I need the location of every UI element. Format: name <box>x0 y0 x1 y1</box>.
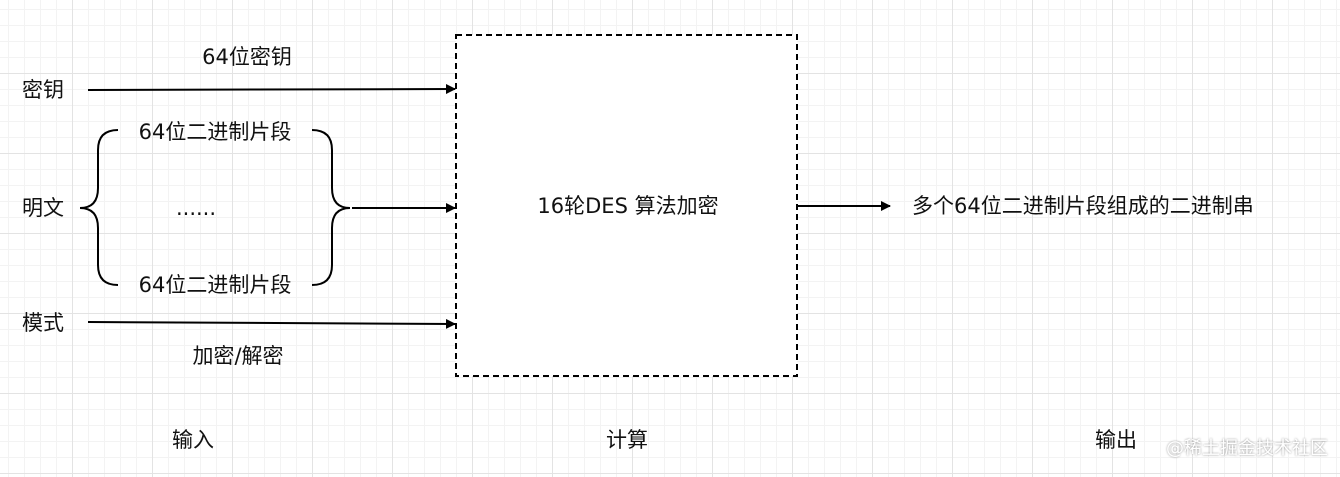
segment-top-label: 64位二进制片段 <box>138 120 292 144</box>
segment-ellipsis: ...... <box>175 196 217 220</box>
mode-label: 模式 <box>22 311 64 335</box>
output-label: 多个64位二进制片段组成的二进制串 <box>912 194 1254 218</box>
key-arrow <box>87 84 456 95</box>
right-brace <box>311 129 351 286</box>
mode-arrow <box>87 318 456 329</box>
left-brace <box>79 129 119 286</box>
plaintext-label: 明文 <box>22 196 64 220</box>
key-edge-label: 64位密钥 <box>202 45 292 69</box>
mode-edge-label: 加密/解密 <box>192 344 284 368</box>
process-label: 16轮DES 算法加密 <box>537 194 719 218</box>
section-compute-label: 计算 <box>606 428 648 452</box>
section-output-label: 输出 <box>1095 428 1137 452</box>
key-label: 密钥 <box>22 78 64 102</box>
des-process-box <box>455 34 798 377</box>
watermark: @稀土掘金技术社区 <box>1166 438 1328 459</box>
section-input-label: 输入 <box>172 428 214 452</box>
segment-bottom-label: 64位二进制片段 <box>138 273 292 297</box>
